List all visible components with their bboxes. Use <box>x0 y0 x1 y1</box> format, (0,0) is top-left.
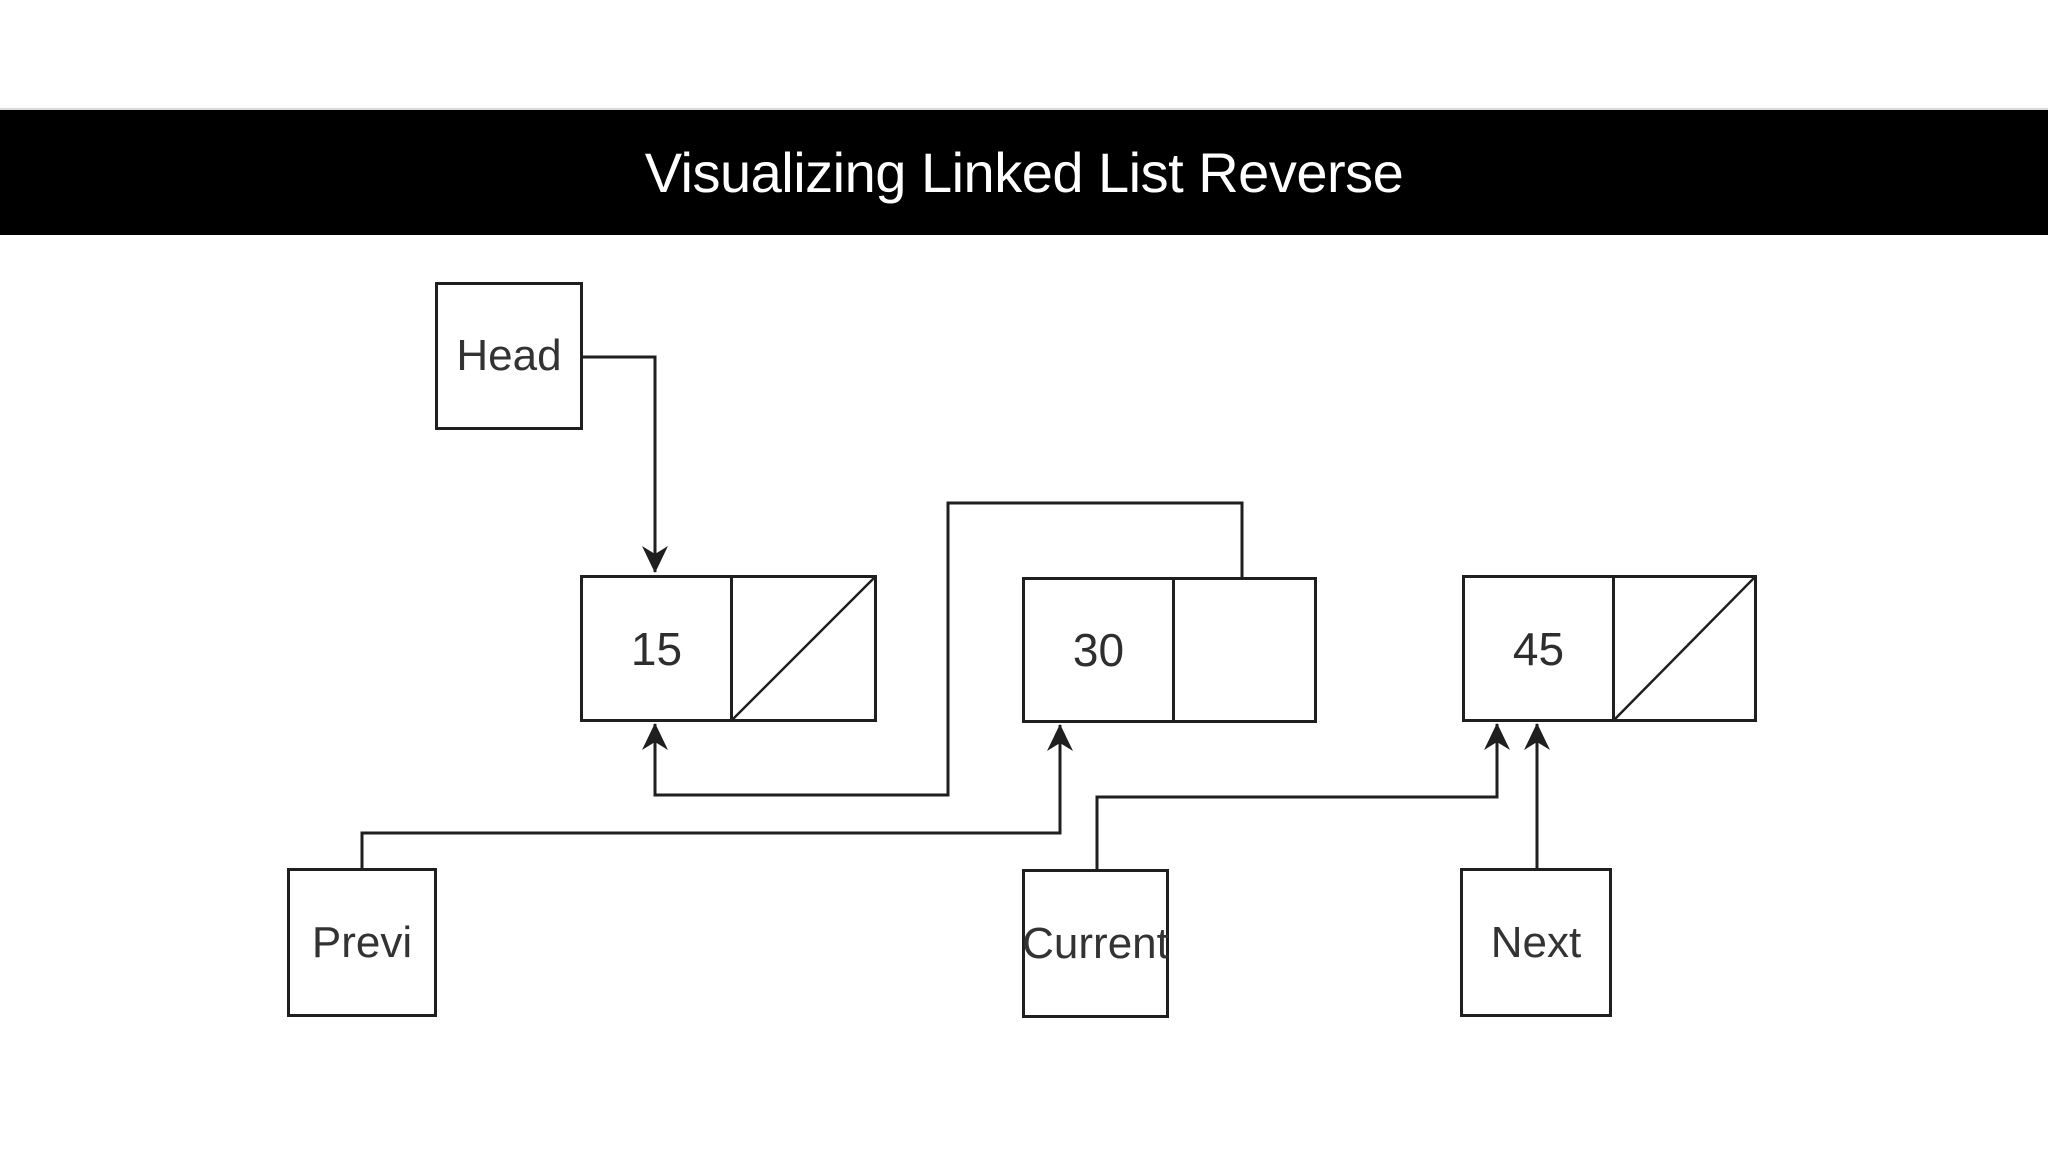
head-box: Head <box>435 282 583 430</box>
previous-pointer-arrow <box>360 724 1073 870</box>
previous-label: Previ <box>311 917 413 967</box>
node-pointer-cell <box>1612 578 1754 719</box>
node-value: 15 <box>630 622 683 675</box>
title-banner: Visualizing Linked List Reverse <box>0 108 2048 235</box>
node-value: 30 <box>1072 624 1125 676</box>
node-value-cell: 15 <box>583 578 730 719</box>
node-value: 45 <box>1512 622 1565 675</box>
node-pointer-cell <box>730 578 874 719</box>
node-box-15: 15 <box>580 575 877 722</box>
node-value-cell: 45 <box>1465 578 1612 719</box>
node-value-cell: 30 <box>1025 580 1172 720</box>
null-slash-icon <box>1615 578 1754 719</box>
next-label: Next <box>1490 917 1582 967</box>
node-box-45: 45 <box>1462 575 1757 722</box>
head-label: Head <box>456 331 562 380</box>
next-box: Next <box>1460 868 1612 1017</box>
node-pointer-cell <box>1172 580 1314 720</box>
reversed-pointer-30-to-15-arrow <box>642 501 1244 797</box>
current-label: Current <box>1022 918 1169 968</box>
node-box-30: 30 <box>1022 577 1317 723</box>
null-slash-icon <box>733 578 874 719</box>
current-pointer-arrow <box>1095 723 1510 871</box>
current-box: Current <box>1022 869 1169 1018</box>
previous-box: Previ <box>287 868 437 1017</box>
page-title: Visualizing Linked List Reverse <box>644 141 1404 204</box>
head-pointer-arrow <box>583 355 668 573</box>
